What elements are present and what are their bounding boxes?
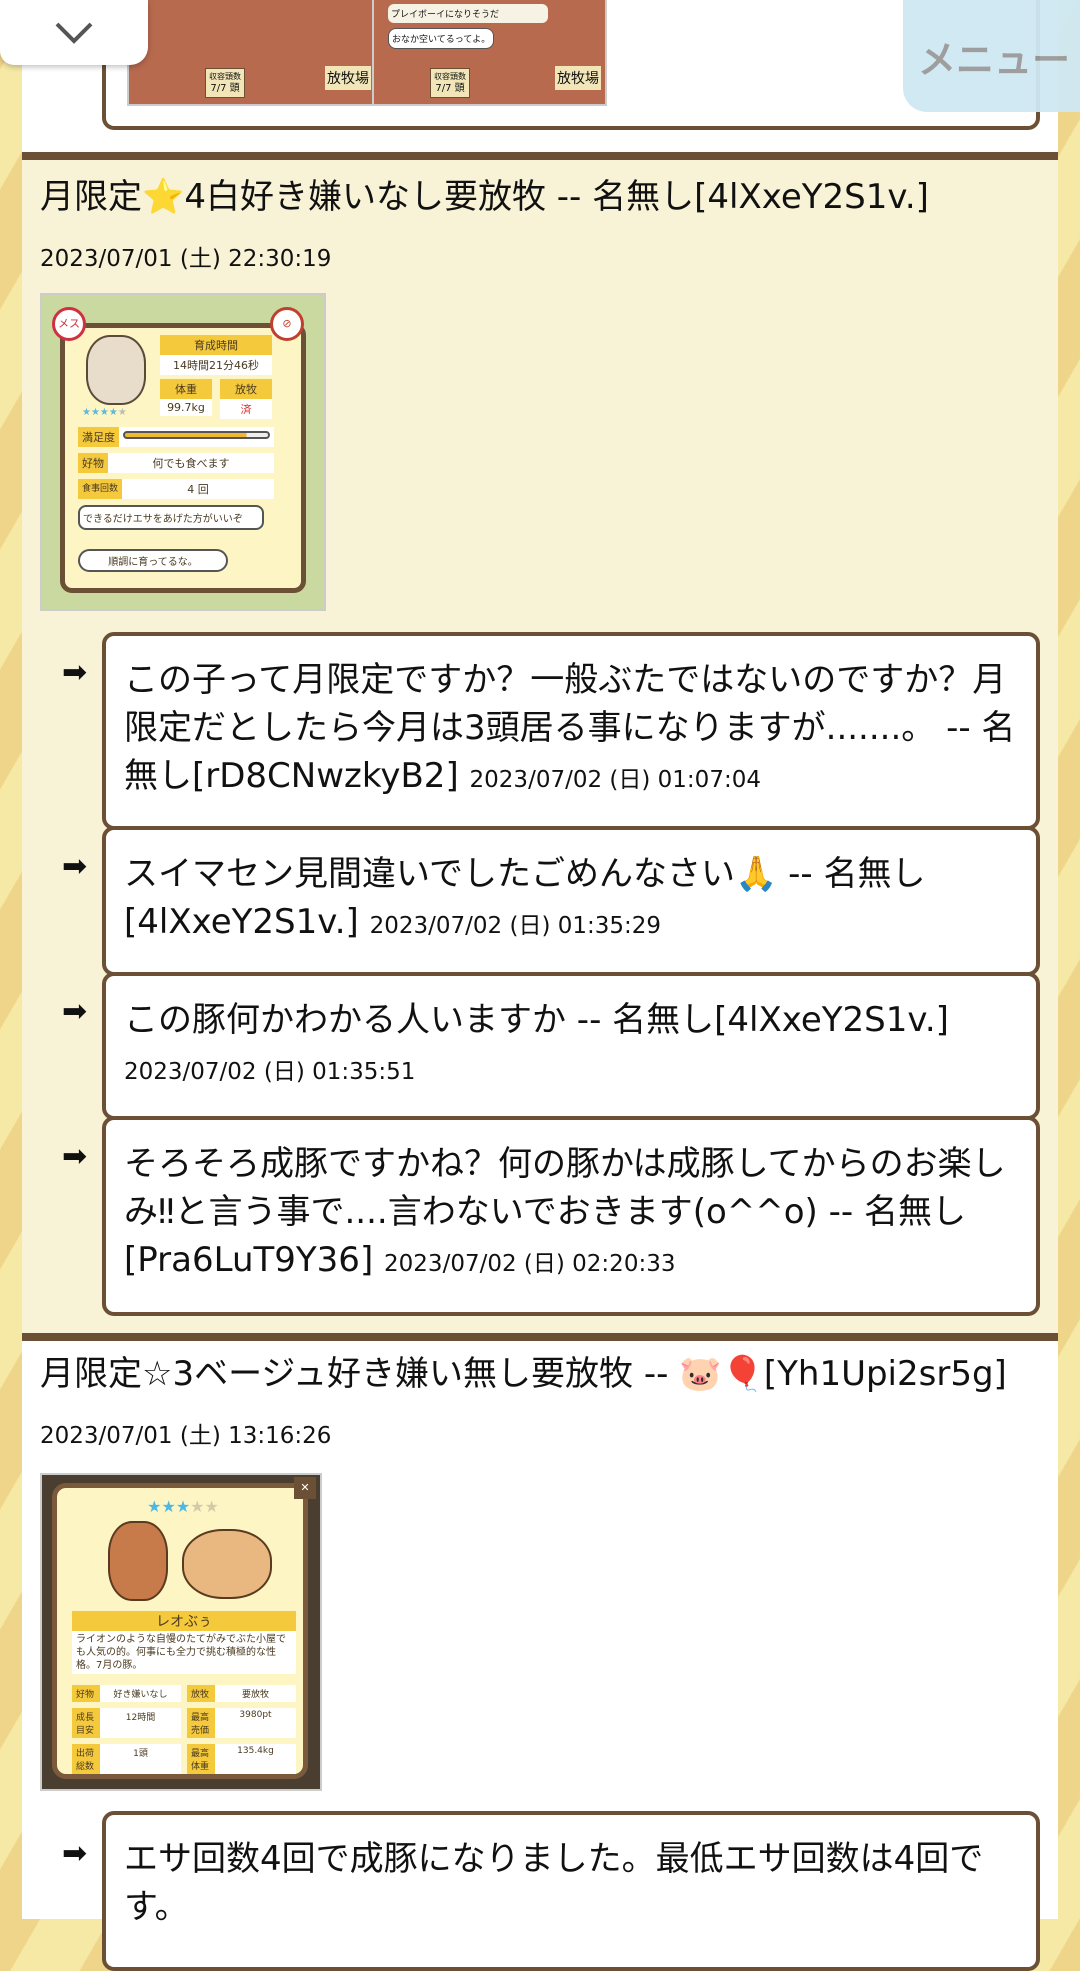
value: 3980pt (215, 1708, 296, 1738)
image-bubble: 順調に育ってるな。 (78, 549, 228, 572)
value: 99.7kg (160, 399, 212, 416)
value: 要放牧 (215, 1685, 296, 1702)
image-count: 7/7 頭 (435, 83, 465, 94)
collapse-button[interactable] (0, 0, 148, 65)
pig-name: レオぶぅ (72, 1611, 296, 1631)
no-injection-icon: ⊘ (270, 307, 304, 341)
image-count-sign: 収容頭数 7/7 頭 (205, 68, 245, 98)
value: 4 回 (122, 479, 274, 499)
value: 14時間21分46秒 (160, 355, 272, 375)
image-count-label: 収容頭数 (209, 72, 241, 81)
reply: この豚何かわかる人いますか -- 名無し[4lXxeY2S1v.] 2023/0… (102, 972, 1040, 1120)
value: 好き嫌いなし (100, 1685, 181, 1702)
arrow-right-icon: ➡ (62, 994, 88, 1029)
value: 何でも食べます (108, 453, 274, 473)
reply: エサ回数4回で成豚になりました。最低エサ回数は4回です。 (102, 1811, 1040, 1971)
reply-date: 2023/07/02 (日) 01:35:51 (124, 1059, 416, 1085)
image-sign: 放牧場 (555, 66, 601, 90)
post-title: 月限定⭐4白好き嫌いなし要放牧 -- 名無し[4lXxeY2S1v.] (40, 177, 929, 217)
reply-box (102, 0, 1040, 130)
label: 放牧 (220, 379, 272, 399)
image-count-sign: 収容頭数 7/7 頭 (430, 68, 470, 98)
reply-text: そろそろ成豚ですかね？何の豚かは成豚してからのお楽しみ‼と言う事で....言わな… (124, 1144, 1006, 1280)
arrow-right-icon: ➡ (62, 1139, 88, 1174)
post-date: 2023/07/01 (土) 22:30:19 (40, 246, 332, 272)
reply-text: この子って月限定ですか？一般ぶたではないのですか？月限定だとしたら今月は3頭居る… (124, 660, 1016, 796)
label: 育成時間 (160, 335, 272, 355)
value: 済 (220, 399, 272, 419)
reply-date: 2023/07/02 (日) 01:07:04 (469, 767, 761, 793)
post-date: 2023/07/01 (土) 13:16:26 (40, 1423, 332, 1449)
post-image[interactable]: プレイボーイになりそうだ おなか空いてるってよ。 収容頭数 7/7 頭 放牧場 (372, 0, 607, 106)
page-column: 収容頭数 7/7 頭 放牧場 プレイボーイになりそうだ おなか空いてるってよ。 … (22, 0, 1058, 1971)
label: 出荷総数 (72, 1744, 100, 1774)
post-header: 月限定☆3ベージュ好き嫌い無し要放牧 -- 🐷🎈[Yh1Upi2sr5g] 20… (40, 1345, 1040, 1465)
menu-button[interactable]: メニュー (903, 0, 1080, 112)
arrow-right-icon: ➡ (62, 1836, 88, 1871)
post-title: 月限定☆3ベージュ好き嫌い無し要放牧 -- 🐷🎈[Yh1Upi2sr5g] (40, 1354, 1007, 1394)
close-icon: ✕ (294, 1477, 316, 1499)
post: 月限定☆3ベージュ好き嫌い無し要放牧 -- 🐷🎈[Yh1Upi2sr5g] 20… (22, 1341, 1058, 1971)
post: 月限定⭐4白好き嫌いなし要放牧 -- 名無し[4lXxeY2S1v.] 2023… (22, 160, 1058, 1333)
satisfaction-bar (123, 431, 270, 439)
label: 成長目安 (72, 1708, 100, 1738)
label: 満足度 (78, 427, 119, 447)
post-divider (22, 1333, 1058, 1341)
stars-rating: ★★★★★ (147, 1497, 219, 1516)
value: 135.4kg (215, 1744, 296, 1774)
label: 好物 (72, 1685, 100, 1702)
reply-text: スイマセン見間違いでしたごめんなさい🙏 -- 名無し[4lXxeY2S1v.] (124, 854, 926, 942)
label: 最高売価 (187, 1708, 215, 1738)
image-count-label: 収容頭数 (434, 72, 466, 81)
label: 食事回数 (78, 479, 123, 499)
image-bubble: おなか空いてるってよ。 (388, 28, 495, 49)
post-image[interactable]: 収容頭数 7/7 頭 放牧場 (127, 0, 381, 106)
value: 12時間 (100, 1708, 181, 1738)
image-sign: 放牧場 (325, 66, 371, 90)
post-divider (22, 152, 1058, 160)
label: 最高体重 (187, 1744, 215, 1774)
female-icon: メス (52, 307, 86, 341)
image-bubble: プレイボーイになりそうだ (388, 4, 548, 23)
reply-text: この豚何かわかる人いますか -- 名無し[4lXxeY2S1v.] (124, 1000, 949, 1040)
chevron-down-icon (55, 22, 93, 44)
reply-date: 2023/07/02 (日) 01:35:29 (369, 913, 662, 939)
stars-rating: ★★★★★ (82, 407, 127, 418)
label: 体重 (160, 379, 212, 399)
pig-icon (108, 1521, 168, 1601)
reply-text: エサ回数4回で成豚になりました。最低エサ回数は4回です。 (124, 1839, 984, 1927)
arrow-right-icon: ➡ (62, 655, 88, 690)
reply: そろそろ成豚ですかね？何の豚かは成豚してからのお楽しみ‼と言う事で....言わな… (102, 1116, 1040, 1316)
reply: スイマセン見間違いでしたごめんなさい🙏 -- 名無し[4lXxeY2S1v.] … (102, 826, 1040, 976)
post-header: 月限定⭐4白好き嫌いなし要放牧 -- 名無し[4lXxeY2S1v.] 2023… (40, 168, 1040, 288)
image-count: 7/7 頭 (210, 83, 240, 94)
value: 1頭 (100, 1744, 181, 1774)
image-bubble: できるだけエサをあげた方がいいぞ (78, 505, 264, 530)
previous-post: 収容頭数 7/7 頭 放牧場 プレイボーイになりそうだ おなか空いてるってよ。 … (22, 0, 1058, 152)
pig-icon (86, 335, 146, 405)
label: 好物 (78, 453, 108, 473)
label: 放牧 (187, 1685, 215, 1702)
arrow-right-icon: ➡ (62, 849, 88, 884)
pig-description: ライオンのような自慢のたてがみでぶた小屋でも人気の的。何事にも全力で挑む積極的な… (72, 1631, 296, 1674)
post-image[interactable]: ✕ ★★★★★ レオぶぅ ライオンのような自慢のたてがみでぶた小屋でも人気の的。… (40, 1473, 322, 1791)
reply-date: 2023/07/02 (日) 02:20:33 (384, 1251, 676, 1277)
reply: この子って月限定ですか？一般ぶたではないのですか？月限定だとしたら今月は3頭居る… (102, 632, 1040, 830)
pig-icon (182, 1529, 272, 1599)
